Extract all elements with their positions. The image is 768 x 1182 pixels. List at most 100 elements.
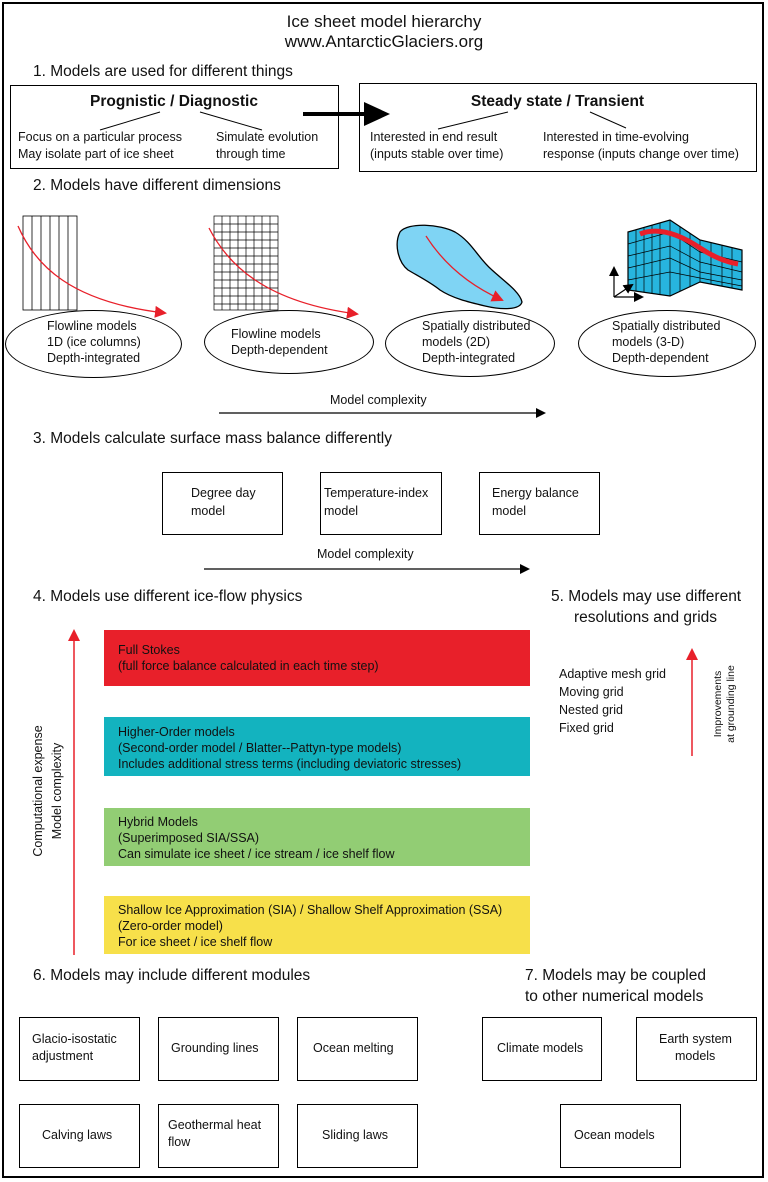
flowline-arrow-3 [425, 235, 504, 302]
axes-3d-icon [609, 266, 644, 302]
hybrid-models-bar [104, 808, 530, 866]
module-geothermal-heat-flow: Geothermal heat flow [158, 1104, 279, 1168]
through-time-text: through time [216, 147, 286, 161]
section3-heading: 3. Models calculate surface mass balance… [33, 430, 392, 447]
section4-heading: 4. Models use different ice-flow physics [33, 588, 303, 605]
degree-day-box: Degree day model [162, 472, 283, 535]
module-glacio-isostatic: Glacio-isostatic adjustment [19, 1017, 140, 1081]
section2-heading: 2. Models have different dimensions [33, 177, 281, 194]
model-ellipse-1 [5, 310, 182, 378]
grid-fixed: Fixed grid [559, 721, 614, 735]
section1-arrow [303, 102, 390, 126]
model-1-line1: Flowline models [47, 319, 137, 333]
flowline-arrow-2 [208, 227, 359, 319]
module-geothermal-line1: Geothermal heat [168, 1118, 262, 1132]
module-ocean-melting-label: Ocean melting [313, 1041, 394, 1055]
section1-heading: 1. Models are used for different things [33, 63, 293, 80]
prognostic-diagnostic-title: Prognistic / Diagnostic [90, 93, 258, 110]
prognostic-callouts [99, 111, 263, 131]
flowline-arrow-1 [17, 225, 167, 318]
model-ellipse-3 [385, 310, 555, 377]
model-4-line2: models (3-D) [612, 335, 685, 349]
full-stokes-bar [104, 630, 530, 686]
section6-heading: 6. Models may include different modules [33, 967, 311, 984]
model-1-line2: 1D (ice columns) [47, 335, 141, 349]
model-4-line3: Depth-dependent [612, 351, 709, 365]
sia-ssa-line2: (Zero-order model) [118, 919, 223, 933]
diagram-title: Ice sheet model hierarchy [286, 12, 482, 31]
hybrid-line3: Can simulate ice sheet / ice stream / ic… [118, 847, 395, 861]
energy-balance-box: Energy balance model [479, 472, 600, 535]
model-ellipse-4 [578, 310, 756, 377]
inputs-change-text: response (inputs change over time) [543, 147, 739, 161]
model-3-line1: Spatially distributed [422, 319, 531, 333]
higher-order-line1: Higher-Order models [118, 725, 235, 739]
module-ocean-melting: Ocean melting [297, 1017, 418, 1081]
simulate-evolution-text: Simulate evolution [216, 130, 319, 144]
module-glacio-line1: Glacio-isostatic [32, 1032, 117, 1046]
earth-system-line2: models [675, 1049, 716, 1063]
model-4-line1: Spatially distributed [612, 319, 721, 333]
ice-sheet-2d-shape [396, 224, 523, 310]
grid-moving: Moving grid [559, 685, 624, 699]
ice-sheet-3d-mesh [627, 219, 743, 297]
module-grounding-lines: Grounding lines [158, 1017, 279, 1081]
energy-balance-line2: model [492, 504, 527, 518]
higher-order-line3: Includes additional stress terms (includ… [118, 757, 462, 771]
isolate-part-text: May isolate part of ice sheet [18, 147, 174, 161]
grid-nested: Nested grid [559, 703, 623, 717]
model-3-line3: Depth-integrated [422, 351, 516, 365]
steady-callouts [437, 111, 627, 130]
model-2-line1: Flowline models [231, 327, 321, 341]
prognostic-diagnostic-box: Prognistic / Diagnostic Focus on a parti… [10, 85, 339, 169]
section5-heading-line1: 5. Models may use different [551, 588, 742, 605]
grid-adaptive: Adaptive mesh grid [559, 667, 667, 681]
module-calving-label: Calving laws [42, 1128, 113, 1142]
complexity-label-section3: Model complexity [317, 547, 414, 561]
degree-day-line2: model [191, 504, 226, 518]
module-glacio-line2: adjustment [32, 1049, 94, 1063]
website-url: www.AntarcticGlaciers.org [284, 32, 484, 51]
earth-system-line1: Earth system [659, 1032, 732, 1046]
sia-ssa-bar [104, 896, 530, 954]
degree-day-line1: Degree day [191, 486, 256, 500]
temperature-index-line2: model [324, 504, 359, 518]
steady-transient-box: Steady state / Transient Interested in e… [359, 83, 757, 172]
section7-heading-line2: to other numerical models [525, 988, 704, 1005]
inputs-stable-text: (inputs stable over time) [370, 147, 504, 161]
module-geothermal-line2: flow [168, 1135, 191, 1149]
model-1-line3: Depth-integrated [47, 351, 141, 365]
steady-transient-title: Steady state / Transient [470, 93, 645, 110]
section5-heading-line2: resolutions and grids [574, 609, 718, 626]
ice-columns-grid [22, 215, 78, 311]
time-evolving-text: Interested in time-evolving [543, 130, 689, 144]
module-sliding-laws: Sliding laws [297, 1104, 418, 1168]
higher-order-line2: (Second-order model / Blatter--Pattyn-ty… [118, 741, 402, 755]
coupled-climate-models: Climate models [482, 1017, 602, 1081]
sia-ssa-line1: Shallow Ice Approximation (SIA) / Shallo… [118, 903, 503, 917]
full-stokes-line1: Full Stokes [118, 643, 180, 657]
model-3-line2: models (2D) [422, 335, 491, 349]
climate-models-label: Climate models [497, 1041, 584, 1055]
end-result-text: Interested in end result [370, 130, 498, 144]
temperature-index-line1: Temperature-index [324, 486, 429, 500]
coupled-ocean-models: Ocean models [560, 1104, 681, 1168]
sia-ssa-line3: For ice sheet / ice shelf flow [118, 935, 273, 949]
ocean-models-label: Ocean models [574, 1128, 655, 1142]
depth-dependent-grid [213, 215, 279, 311]
coupled-earth-system-models: Earth system models [636, 1017, 757, 1081]
focus-process-text: Focus on a particular process [18, 130, 182, 144]
full-stokes-line2: (full force balance calculated in each t… [118, 659, 379, 673]
hybrid-line1: Hybrid Models [118, 815, 198, 829]
temperature-index-box: Temperature-index model [320, 472, 442, 535]
module-calving-laws: Calving laws [19, 1104, 140, 1168]
complexity-label-section2: Model complexity [330, 393, 427, 407]
model-2-line2: Depth-dependent [231, 343, 328, 357]
module-grounding-label: Grounding lines [171, 1041, 259, 1055]
energy-balance-line1: Energy balance [492, 486, 579, 500]
higher-order-bar [104, 717, 530, 776]
model-ellipse-2 [204, 310, 374, 374]
module-sliding-label: Sliding laws [322, 1128, 389, 1142]
